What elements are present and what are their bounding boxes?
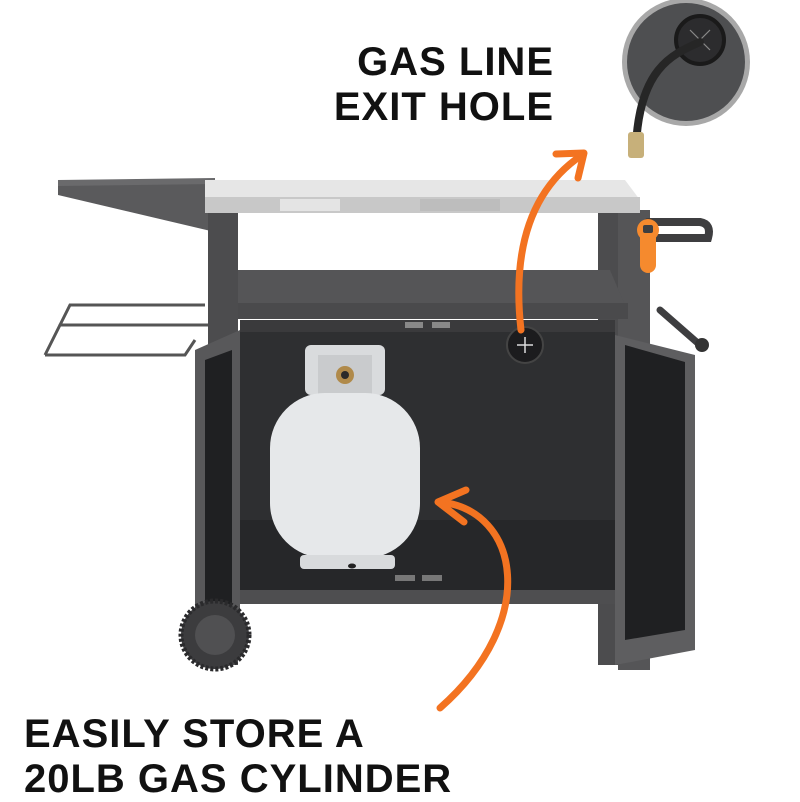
handle-end-cap	[695, 338, 709, 352]
cylinder-arrow-icon	[434, 486, 512, 712]
left-door	[195, 330, 240, 660]
side-shelf	[58, 178, 215, 232]
gas-line-callout: GAS LINE EXIT HOLE	[334, 40, 554, 130]
cylinder-callout-line-2: 20LB GAS CYLINDER	[24, 756, 453, 801]
wire-rack	[43, 303, 210, 357]
gas-exit-hole-icon	[506, 326, 544, 364]
gas-line-callout-line-2: EXIT HOLE	[333, 84, 554, 129]
middle-shelf	[238, 270, 628, 319]
stainless-top	[205, 180, 640, 213]
right-door	[615, 335, 695, 665]
gas-line-callout-line-1: GAS LINE	[357, 40, 554, 84]
gas-line-inset	[622, 0, 750, 158]
wheel	[178, 598, 252, 672]
cylinder-callout: EASILY STORE A 20LB GAS CYLINDER	[24, 712, 452, 802]
cylinder-callout-line-1: EASILY STORE A	[24, 712, 365, 756]
bottle-opener-icon	[637, 219, 659, 273]
propane-tank-icon	[270, 345, 420, 569]
gas-line-arrow-icon	[515, 149, 588, 334]
side-handle	[644, 218, 713, 242]
handle-lower-bar	[656, 306, 704, 349]
